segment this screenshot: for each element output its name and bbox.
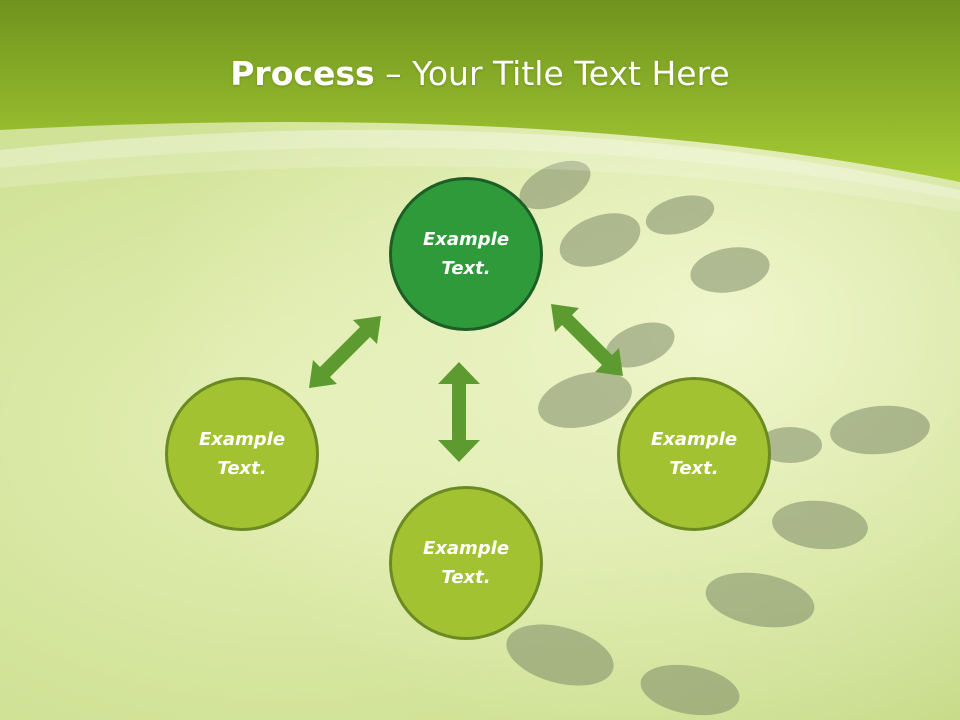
node-label-left: Example Text. <box>198 429 286 479</box>
process-node-right: Example Text. <box>617 377 771 531</box>
slide-title: Process – Your Title Text Here <box>0 52 960 96</box>
process-node-bottom: Example Text. <box>389 486 543 640</box>
process-node-left: Example Text. <box>165 377 319 531</box>
node-label-center: Example Text. <box>422 229 510 279</box>
title-strong: Process <box>230 54 375 93</box>
header-band <box>0 0 960 182</box>
title-rest: – Your Title Text Here <box>374 54 730 93</box>
node-label-right: Example Text. <box>650 429 738 479</box>
process-node-center: Example Text. <box>389 177 543 331</box>
node-label-bottom: Example Text. <box>422 538 510 588</box>
